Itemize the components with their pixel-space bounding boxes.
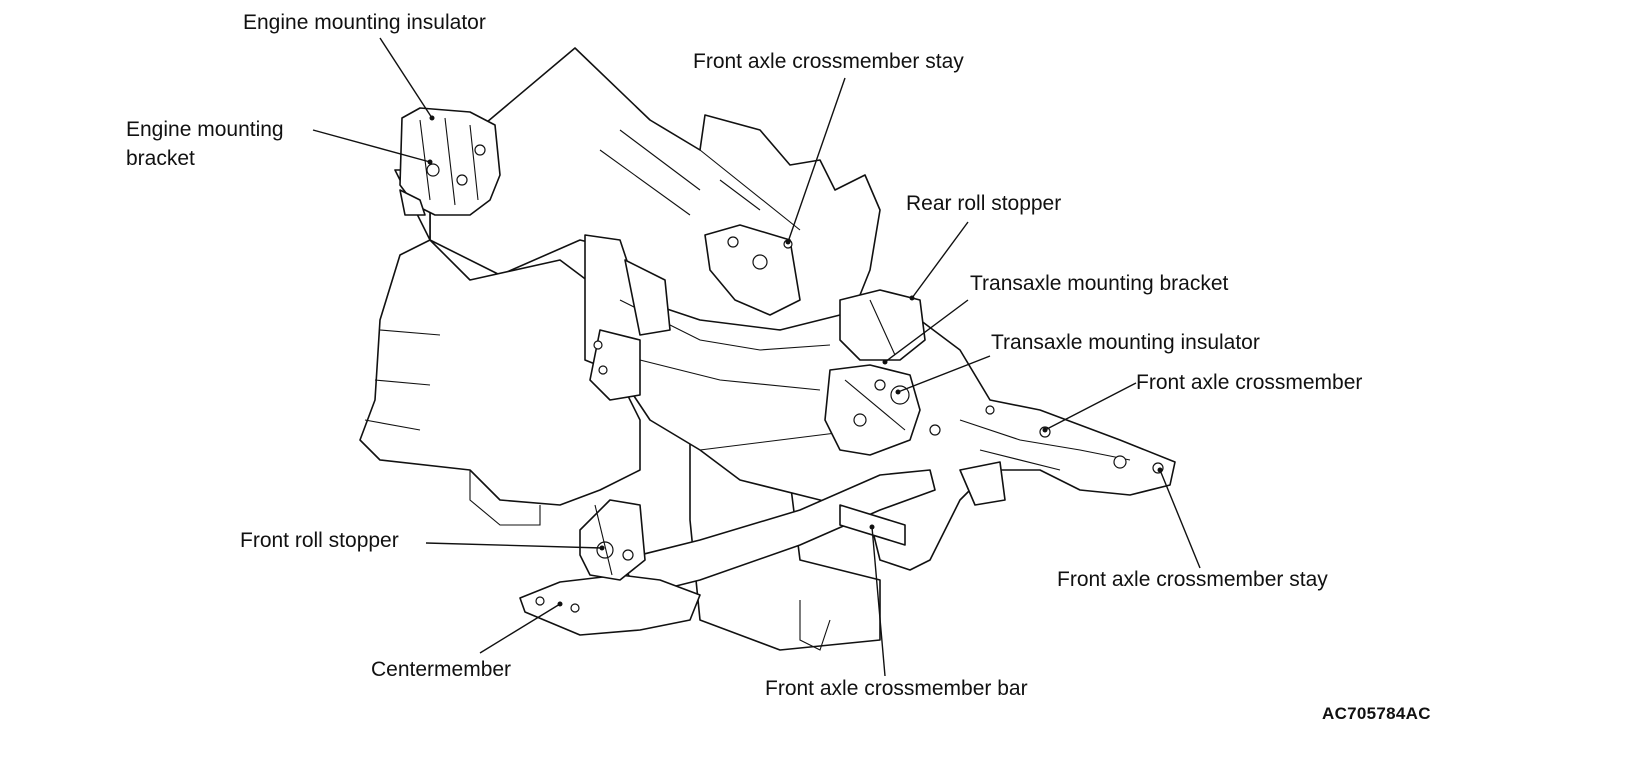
label-crossmember-bar: Front axle crossmember bar — [765, 677, 1028, 700]
crossmember-stay-top — [704, 224, 801, 316]
leader-front-axle-crossmember — [1044, 382, 1137, 431]
leader-crossmember-bar — [871, 526, 886, 677]
figure-code: AC705784AC — [1322, 704, 1431, 723]
leader-transaxle-mounting-bracket — [884, 299, 969, 363]
label-transaxle-mounting-bracket: Transaxle mounting bracket — [970, 272, 1229, 295]
label-rear-roll-stopper: Rear roll stopper — [906, 192, 1062, 215]
leader-crossmember-stay-bottom — [1159, 469, 1201, 569]
label-engine-mounting-bracket-line2: bracket — [126, 147, 195, 170]
label-crossmember-stay-top: Front axle crossmember stay — [693, 50, 964, 73]
leader-transaxle-mounting-insulator — [897, 355, 991, 393]
leader-engine-mounting-insulator — [379, 37, 433, 119]
leader-engine-mounting-bracket — [312, 129, 431, 163]
transaxle-mount-assembly — [824, 289, 926, 456]
label-front-axle-crossmember: Front axle crossmember — [1136, 371, 1363, 394]
leader-lines — [312, 37, 1201, 677]
leader-front-roll-stopper — [425, 542, 603, 549]
leader-centermember — [479, 603, 561, 654]
label-centermember: Centermember — [371, 658, 512, 681]
leader-crossmember-stay-top — [787, 77, 846, 243]
label-engine-mounting-insulator: Engine mounting insulator — [243, 11, 486, 34]
label-transaxle-mounting-insulator: Transaxle mounting insulator — [991, 331, 1260, 354]
label-front-roll-stopper: Front roll stopper — [240, 529, 399, 552]
leader-rear-roll-stopper — [911, 221, 969, 299]
leader-endpoints — [427, 115, 1163, 607]
engine-mount-assembly — [399, 107, 501, 216]
label-crossmember-stay-bottom: Front axle crossmember stay — [1057, 568, 1328, 591]
label-engine-mounting-bracket-line1: Engine mounting — [126, 118, 284, 141]
